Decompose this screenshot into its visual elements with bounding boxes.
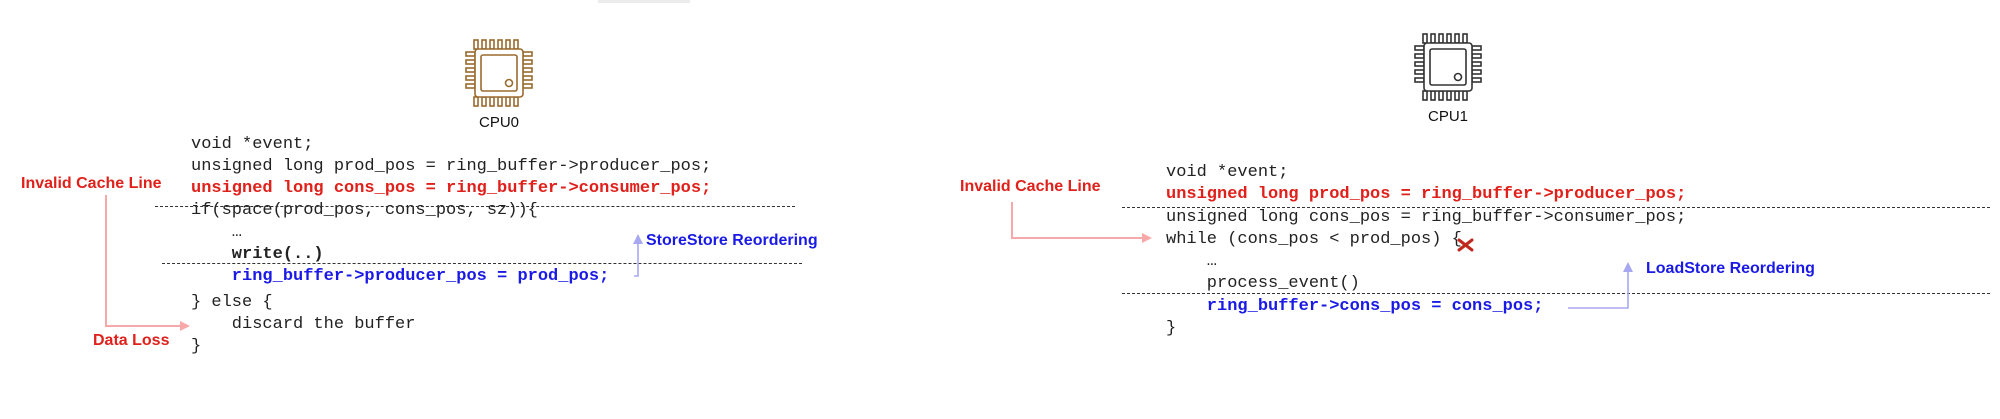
cpu0-chip-icon bbox=[464, 38, 534, 108]
cpu0-code-line-8: } else { bbox=[191, 293, 273, 312]
cpu0-code-line-2: unsigned long prod_pos = ring_buffer->pr… bbox=[191, 157, 712, 176]
cpu0-code-line-4: if(space(prod_pos, cons_pos, sz)){ bbox=[191, 201, 538, 220]
cpu1-process-divider bbox=[1122, 293, 1990, 294]
cpu1-invalid-cache-line-note: Invalid Cache Line bbox=[960, 178, 1101, 195]
cpu1-loadstore-reordering-note: LoadStore Reordering bbox=[1646, 260, 1815, 277]
cpu0-write-divider bbox=[162, 263, 802, 264]
cpu0-code-line-10: } bbox=[191, 337, 202, 356]
cpu0-code-line-6: write(..) bbox=[191, 245, 324, 264]
cpu0-reordering-arrow bbox=[633, 234, 643, 277]
cpu0-storestore-reordering-note: StoreStore Reordering bbox=[646, 232, 818, 249]
cpu1-code-line-3: unsigned long cons_pos = ring_buffer->co… bbox=[1166, 208, 1687, 227]
top-tab-fragment bbox=[598, 0, 690, 3]
cpu0-data-loss-arrow bbox=[105, 195, 190, 331]
cpu1-reordering-arrow bbox=[1568, 262, 1633, 309]
cpu0-data-loss-note: Data Loss bbox=[93, 332, 170, 349]
cpu1-label: CPU1 bbox=[1427, 108, 1468, 125]
cpu1-code-line-2: unsigned long prod_pos = ring_buffer->pr… bbox=[1166, 185, 1687, 204]
cpu0-code-line-9: discard the buffer bbox=[191, 315, 416, 334]
cpu1-code-line-7: ring_buffer->cons_pos = cons_pos; bbox=[1166, 297, 1544, 316]
cpu1-cross-icon bbox=[1457, 238, 1474, 252]
cpu1-chip-icon bbox=[1413, 32, 1483, 102]
cpu1-code-line-6: process_event() bbox=[1166, 274, 1360, 293]
cpu0-code-line-7: ring_buffer->producer_pos = prod_pos; bbox=[191, 267, 610, 286]
cpu0-code-line-5: … bbox=[191, 223, 243, 242]
cpu1-code-line-1: void *event; bbox=[1166, 163, 1289, 182]
cpu1-code-line-4: while (cons_pos < prod_pos) { bbox=[1166, 230, 1462, 249]
cpu1-invalid-cache-arrow bbox=[1011, 202, 1152, 243]
cpu0-cache-line-divider bbox=[155, 206, 795, 207]
cpu1-code-line-5: … bbox=[1166, 252, 1218, 271]
cpu0-invalid-cache-line-note: Invalid Cache Line bbox=[21, 175, 162, 192]
cpu0-code-line-3: unsigned long cons_pos = ring_buffer->co… bbox=[191, 179, 712, 198]
cpu0-code-line-1: void *event; bbox=[191, 135, 314, 154]
cpu1-code-line-8: } bbox=[1166, 319, 1177, 338]
cpu0-label: CPU0 bbox=[478, 114, 519, 131]
cpu1-cache-line-divider bbox=[1122, 207, 1990, 208]
